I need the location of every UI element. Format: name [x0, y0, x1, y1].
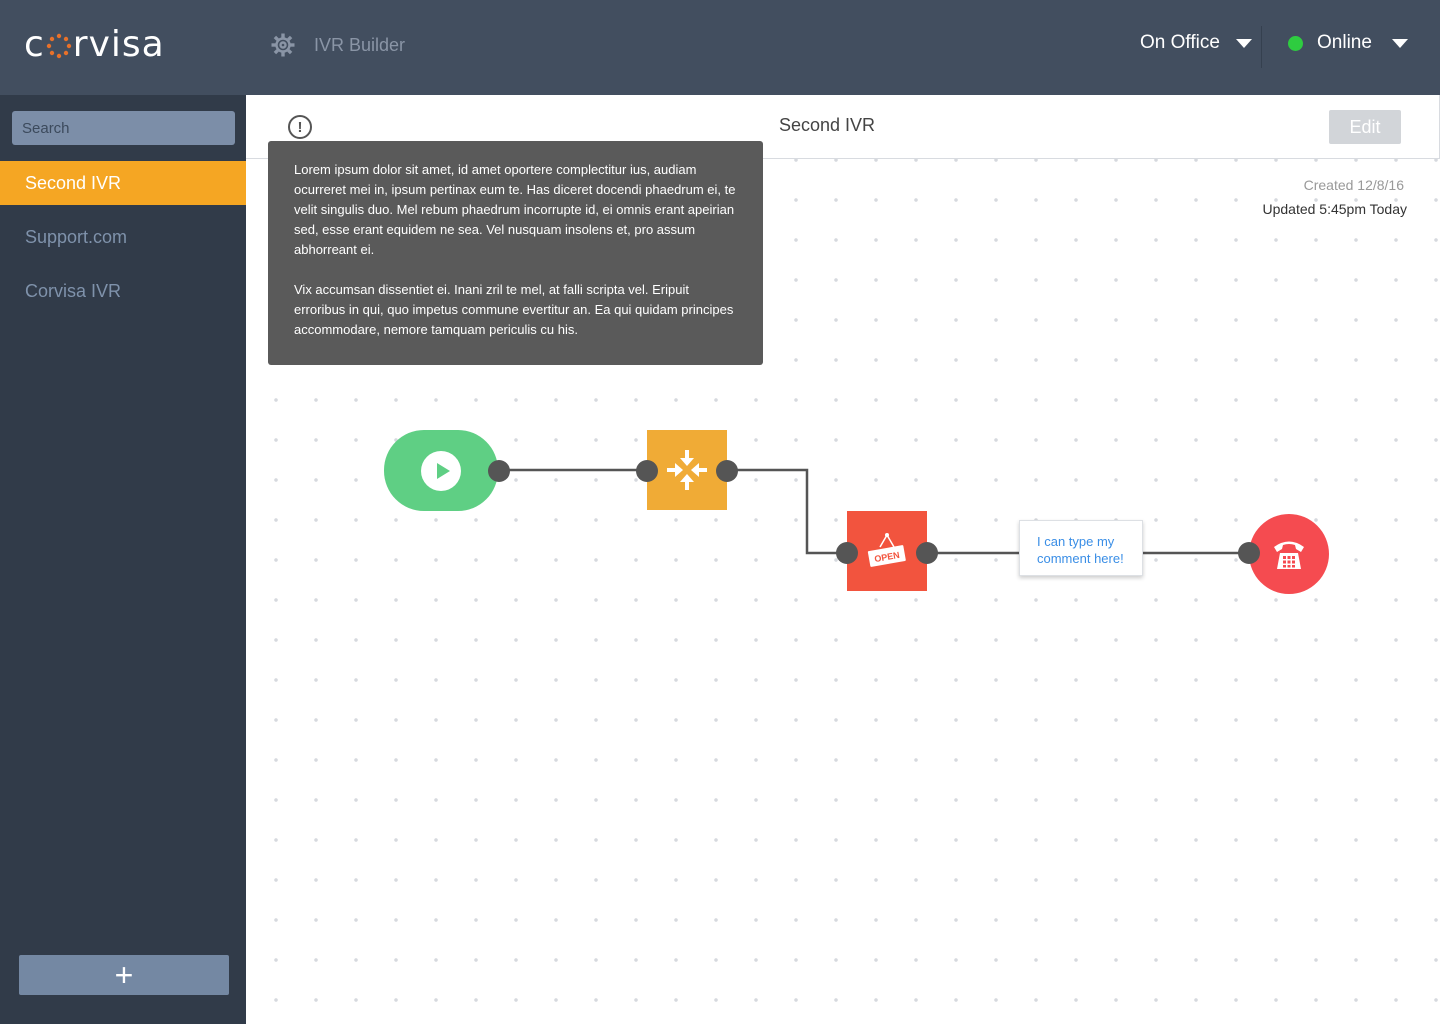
info-tooltip: Lorem ipsum dolor sit amet, id amet opor…	[268, 141, 763, 365]
plus-icon: +	[114, 956, 134, 993]
connector-merge-open	[727, 468, 847, 555]
ivr-flow: OPEN I can type my comment here!	[246, 95, 1440, 1024]
edit-button[interactable]: Edit	[1329, 110, 1401, 144]
flow-connectors	[499, 468, 1249, 555]
gear-icon	[271, 33, 295, 57]
canvas[interactable]: ! Second IVR Edit Created 12/8/16 Update…	[246, 95, 1440, 1024]
merge-arrows-icon	[667, 450, 707, 490]
telephone-icon	[1274, 541, 1304, 569]
end-input-port[interactable]	[1238, 542, 1260, 564]
app-title-label: IVR Builder	[314, 34, 406, 55]
location-label: On Office	[1140, 32, 1220, 53]
sidebar: Second IVR Support.com Corvisa IVR +	[0, 95, 246, 1024]
top-bar: c rvisa IVR Builder On Office	[0, 0, 1440, 95]
sidebar-item-label: Support.com	[25, 226, 128, 247]
location-dropdown[interactable]: On Office	[1140, 32, 1252, 54]
chevron-down-icon	[1235, 38, 1252, 48]
canvas-header: ! Second IVR Edit	[246, 95, 1440, 159]
app-title[interactable]: IVR Builder	[270, 32, 405, 58]
end-call-node[interactable]	[1249, 514, 1329, 594]
hours-output-port[interactable]	[916, 542, 938, 564]
open-sign-label: OPEN	[874, 550, 901, 564]
info-icon[interactable]: !	[288, 115, 312, 139]
tooltip-paragraph-2: Vix accumsan dissentiet ei. Inani zril t…	[294, 282, 734, 337]
chevron-down-icon	[1391, 38, 1408, 48]
sidebar-item-second-ivr[interactable]: Second IVR	[0, 161, 246, 205]
play-icon	[421, 450, 461, 491]
page-title: Second IVR	[778, 115, 876, 135]
hours-node[interactable]: OPEN	[847, 511, 927, 591]
merge-output-port[interactable]	[716, 460, 738, 482]
header-divider	[1261, 26, 1262, 68]
merge-node[interactable]	[647, 430, 727, 510]
sidebar-item-label: Corvisa IVR	[25, 280, 122, 301]
sidebar-item-support-com[interactable]: Support.com	[0, 215, 246, 259]
start-node[interactable]	[384, 430, 498, 511]
comment-box[interactable]: I can type my comment here!	[1019, 520, 1143, 576]
tooltip-paragraph-1: Lorem ipsum dolor sit amet, id amet opor…	[294, 162, 736, 257]
logo-dots-icon	[46, 33, 71, 59]
hours-input-port[interactable]	[836, 542, 858, 564]
sidebar-item-corvisa-ivr[interactable]: Corvisa IVR	[0, 269, 246, 313]
merge-input-port[interactable]	[636, 460, 658, 482]
sidebar-item-label: Second IVR	[25, 172, 122, 193]
open-sign-icon: OPEN	[867, 533, 906, 567]
status-label: Online	[1317, 32, 1372, 53]
updated-date: Updated 5:45pm Today	[1262, 201, 1407, 217]
search-input[interactable]	[12, 111, 235, 145]
created-date: Created 12/8/16	[1303, 177, 1404, 193]
add-ivr-button[interactable]: +	[19, 955, 229, 995]
start-output-port[interactable]	[488, 460, 510, 482]
corvisa-logo[interactable]: c rvisa	[24, 23, 165, 65]
status-dropdown[interactable]: Online	[1288, 32, 1408, 54]
status-indicator-icon	[1288, 35, 1303, 51]
